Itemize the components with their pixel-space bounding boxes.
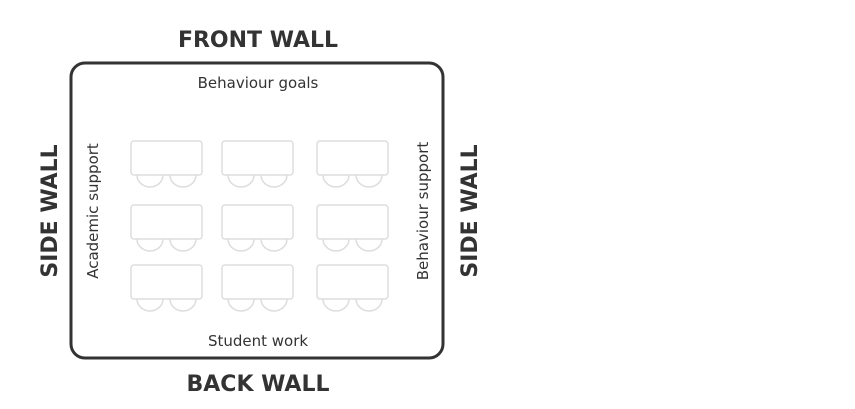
desk-table — [130, 204, 203, 240]
desk — [130, 140, 203, 188]
back-wall-label: BACK WALL — [187, 372, 330, 397]
desk — [221, 204, 294, 252]
chair — [322, 298, 350, 312]
chair — [322, 174, 350, 188]
zone-academic-support: Academic support — [84, 143, 102, 279]
desk — [316, 140, 389, 188]
desk — [316, 204, 389, 252]
desk — [130, 204, 203, 252]
desk-table — [130, 264, 203, 300]
chair — [322, 238, 350, 252]
desk — [221, 140, 294, 188]
chair — [227, 174, 255, 188]
chair — [355, 238, 383, 252]
chair — [227, 238, 255, 252]
right-side-wall-label: SIDE WALL — [458, 144, 483, 277]
desk-table — [221, 204, 294, 240]
zone-behaviour-support: Behaviour support — [414, 142, 432, 281]
desk-grid — [130, 140, 389, 312]
chair — [260, 238, 288, 252]
chair — [136, 238, 164, 252]
chair — [227, 298, 255, 312]
chair — [355, 298, 383, 312]
chair — [260, 298, 288, 312]
chair — [355, 174, 383, 188]
desk — [130, 264, 203, 312]
chair — [169, 238, 197, 252]
chair — [136, 174, 164, 188]
desk-table — [316, 264, 389, 300]
desk-table — [316, 140, 389, 176]
left-side-wall-label: SIDE WALL — [38, 144, 63, 277]
chair — [136, 298, 164, 312]
chair — [260, 174, 288, 188]
chair — [169, 174, 197, 188]
front-wall-label: FRONT WALL — [178, 28, 338, 53]
desk — [221, 264, 294, 312]
chair — [169, 298, 197, 312]
zone-behaviour-goals: Behaviour goals — [198, 74, 319, 92]
desk — [316, 264, 389, 312]
desk-table — [221, 140, 294, 176]
desk-table — [130, 140, 203, 176]
desk-table — [221, 264, 294, 300]
desk-table — [316, 204, 389, 240]
zone-student-work: Student work — [208, 332, 308, 350]
classroom-outline — [69, 61, 445, 360]
